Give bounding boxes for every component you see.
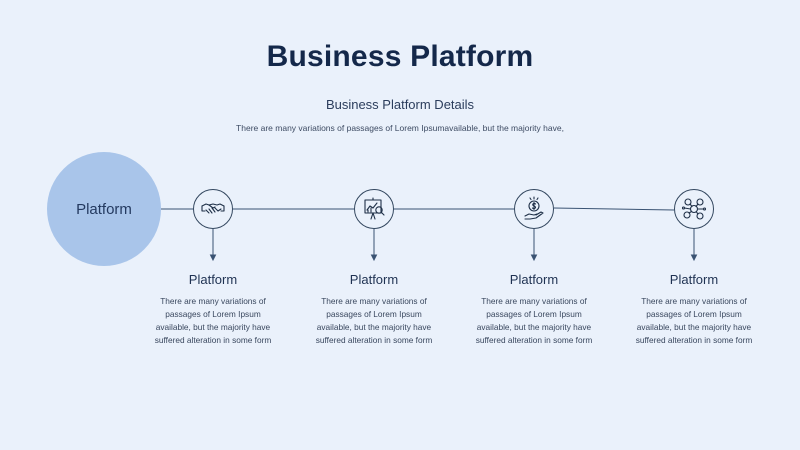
step-1-title: Platform xyxy=(188,272,238,287)
step-4-text: There are many variations of passages of… xyxy=(635,296,753,345)
network-people-icon xyxy=(681,198,707,220)
step-1-text: There are many variations of passages of… xyxy=(154,296,272,345)
step-3-node xyxy=(514,189,554,229)
page-title: Business Platform xyxy=(266,40,534,73)
hub-label: Platform xyxy=(76,200,132,218)
handshake-icon xyxy=(201,203,225,214)
step-2-node xyxy=(354,189,394,229)
step-3-text: There are many variations of passages of… xyxy=(475,296,593,345)
step-1-node xyxy=(193,189,233,229)
step-3-title: Platform xyxy=(509,272,559,287)
chart-presentation-icon xyxy=(364,197,385,220)
step-4-node xyxy=(674,189,714,229)
platform-hub: Platform xyxy=(47,152,161,266)
step-4-title: Platform xyxy=(669,272,719,287)
page-description: There are many variations of passages of… xyxy=(236,123,564,133)
page-subtitle: Business Platform Details xyxy=(325,97,475,112)
step-2-title: Platform xyxy=(349,272,399,287)
money-hand-icon xyxy=(524,196,544,220)
step-2-text: There are many variations of passages of… xyxy=(315,296,433,345)
